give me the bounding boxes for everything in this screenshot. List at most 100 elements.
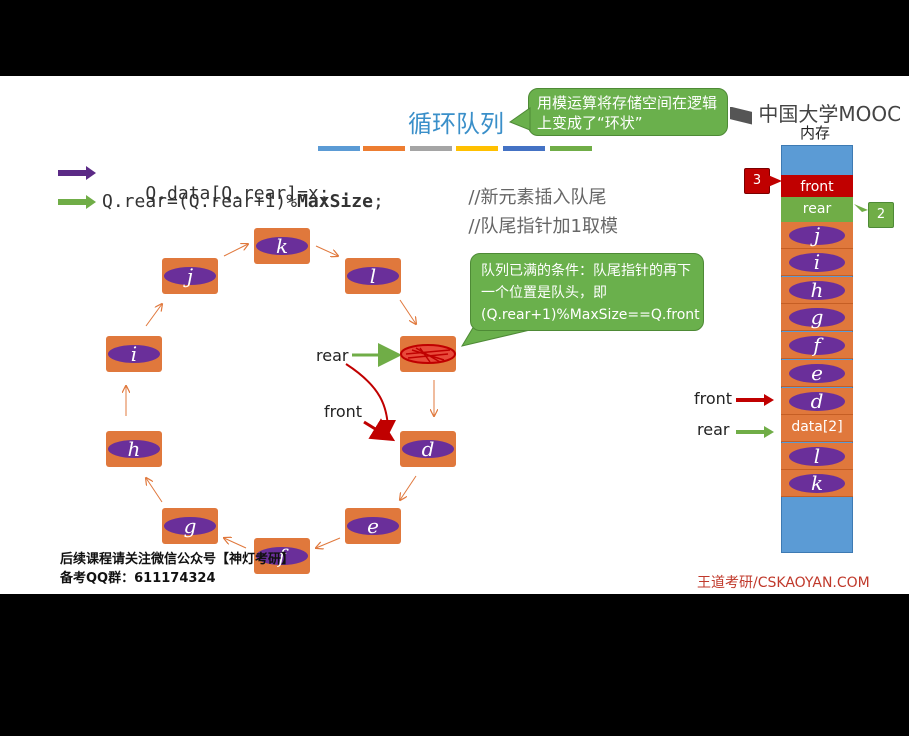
memory-cell-oval	[789, 253, 845, 272]
ring-node-label: g	[183, 514, 197, 538]
strip-yellow	[456, 146, 498, 151]
memory-cell-oval	[789, 226, 845, 245]
memory-cell-label: k	[810, 471, 824, 495]
memory-cell-text: rear	[802, 201, 832, 217]
strip-orange	[363, 146, 405, 151]
ring-arrow-i-j	[145, 304, 162, 327]
code-line-1-stmt: Q.data[Q.rear]=x;	[145, 183, 330, 204]
memory-cell-label: e	[811, 361, 823, 385]
memory-cell-d: d	[781, 388, 853, 415]
memory-cell-f: f	[781, 332, 853, 359]
ring-node-oval	[402, 440, 454, 458]
ring-node-i: i	[106, 336, 162, 372]
ring-arrow-k-l	[315, 245, 338, 256]
ring-node-l: l	[345, 258, 401, 294]
strip-green	[550, 146, 592, 151]
ring-front-arrow	[345, 363, 396, 436]
ring-node-label: j	[186, 264, 194, 288]
memory-cell-rear: rear	[781, 197, 853, 224]
ring-node-oval	[256, 237, 308, 255]
ring-arrow-d-e	[400, 475, 417, 500]
code-line-2-b: MaxSize	[297, 191, 373, 212]
code-line-1-comment: //新元素插入队尾	[425, 162, 607, 230]
memory-cell-label: d	[810, 389, 824, 413]
ring-node-label: f	[278, 544, 286, 568]
strip-blue	[318, 146, 360, 151]
strip-darkblue	[503, 146, 545, 151]
memory-label: 内存	[800, 124, 831, 142]
ring-node-j: j	[162, 258, 218, 294]
code-comment-1: //新元素插入队尾	[468, 187, 607, 208]
memory-front-arrow	[736, 394, 774, 406]
ring-front-arrow-short	[363, 418, 396, 442]
scribble-icon	[400, 344, 456, 364]
memory-cell-l: l	[781, 443, 853, 470]
memory-cell-text: front	[800, 179, 834, 195]
rear-index-badge: 2	[868, 202, 894, 228]
code-line-2-a: Q.rear=(Q.rear+1)%	[102, 191, 298, 212]
callout-full-condition: 队列已满的条件：队尾指针的再下一个位置是队头，即(Q.rear+1)%MaxSi…	[470, 253, 704, 331]
ring-node-oval	[108, 440, 160, 458]
ring-arrow-e-f	[316, 537, 341, 548]
ring-node-e: e	[345, 508, 401, 544]
ring-node-f: f	[254, 538, 310, 574]
ring-arrows	[0, 76, 531, 594]
ring-node-label: d	[421, 437, 435, 461]
memory-cell-oval	[789, 392, 845, 411]
green-arrow-icon	[58, 195, 96, 209]
memory-front-label: front	[694, 389, 733, 408]
memory-cell-label: f	[813, 333, 821, 357]
ring-node-oval	[108, 345, 160, 363]
ring-rear-label: rear	[316, 346, 349, 365]
ring-node-label: l	[369, 264, 377, 288]
memory-cell-g: g	[781, 304, 853, 331]
ring-node-empty	[400, 336, 456, 372]
purple-arrow-icon	[58, 166, 96, 180]
ring-node-k: k	[254, 228, 310, 264]
memory-cell-label: j	[813, 223, 821, 247]
memory-cell-e: e	[781, 360, 853, 387]
memory-cell-oval	[789, 336, 845, 355]
slide-title: 循环队列	[408, 110, 504, 138]
ring-node-oval	[164, 267, 216, 285]
memory-cell-j: j	[781, 222, 853, 249]
memory-cell-oval	[789, 447, 845, 466]
front-index-badge: 3	[744, 168, 770, 194]
ring-node-label: k	[275, 234, 289, 258]
code-line-1: Q.data[Q.rear]=x;	[102, 162, 330, 225]
memory-cell-data2: data[2]	[781, 415, 853, 442]
badge-pointer	[854, 204, 868, 212]
notice-line-1: 后续课程请关注微信公众号【神灯考研】	[60, 552, 295, 567]
ring-node-label: e	[367, 514, 379, 538]
ring-arrow-f-g	[224, 538, 247, 549]
notice-line-2: 备考QQ群：611174324	[60, 571, 216, 586]
strip-gray	[410, 146, 452, 151]
code-comment-2: //队尾指针加1取模	[468, 216, 618, 237]
ring-node-label: h	[127, 437, 141, 461]
mooc-logo: 中国大学MOOC	[730, 98, 901, 127]
memory-rear-arrow	[736, 426, 774, 438]
callout-pointer	[508, 107, 531, 131]
ring-node-h: h	[106, 431, 162, 467]
ring-node-oval	[256, 547, 308, 565]
memory-cell-i: i	[781, 249, 853, 276]
memory-cell-oval	[789, 364, 845, 383]
ring-arrow-j-k	[223, 244, 248, 257]
memory-cell-oval	[789, 474, 845, 493]
memory-cell-label: h	[810, 278, 824, 302]
memory-cell-oval	[789, 308, 845, 327]
ring-node-oval	[347, 517, 399, 535]
memory-cell-k: k	[781, 470, 853, 497]
memory-cell-label: l	[813, 444, 821, 468]
code-line-2: Q.rear=(Q.rear+1)%MaxSize;	[102, 191, 384, 212]
badge-pointer	[768, 175, 782, 187]
ring-arrow-l-empty	[399, 299, 416, 324]
memory-cell-label: g	[810, 305, 824, 329]
code-line-2-comment: //队尾指针加1取模	[425, 191, 618, 259]
memory-cell-text: data[2]	[791, 419, 843, 435]
mooc-logo-icon	[730, 106, 752, 125]
slide: 循环队列 用模运算将存储空间在逻辑上变成了“环状” 中国大学MOOC 内存 Q.…	[0, 76, 909, 594]
ring-node-label: i	[130, 342, 138, 366]
footer-brand: 王道考研/CSKAOYAN.COM	[697, 575, 870, 591]
callout-ring-explanation: 用模运算将存储空间在逻辑上变成了“环状”	[528, 88, 728, 136]
